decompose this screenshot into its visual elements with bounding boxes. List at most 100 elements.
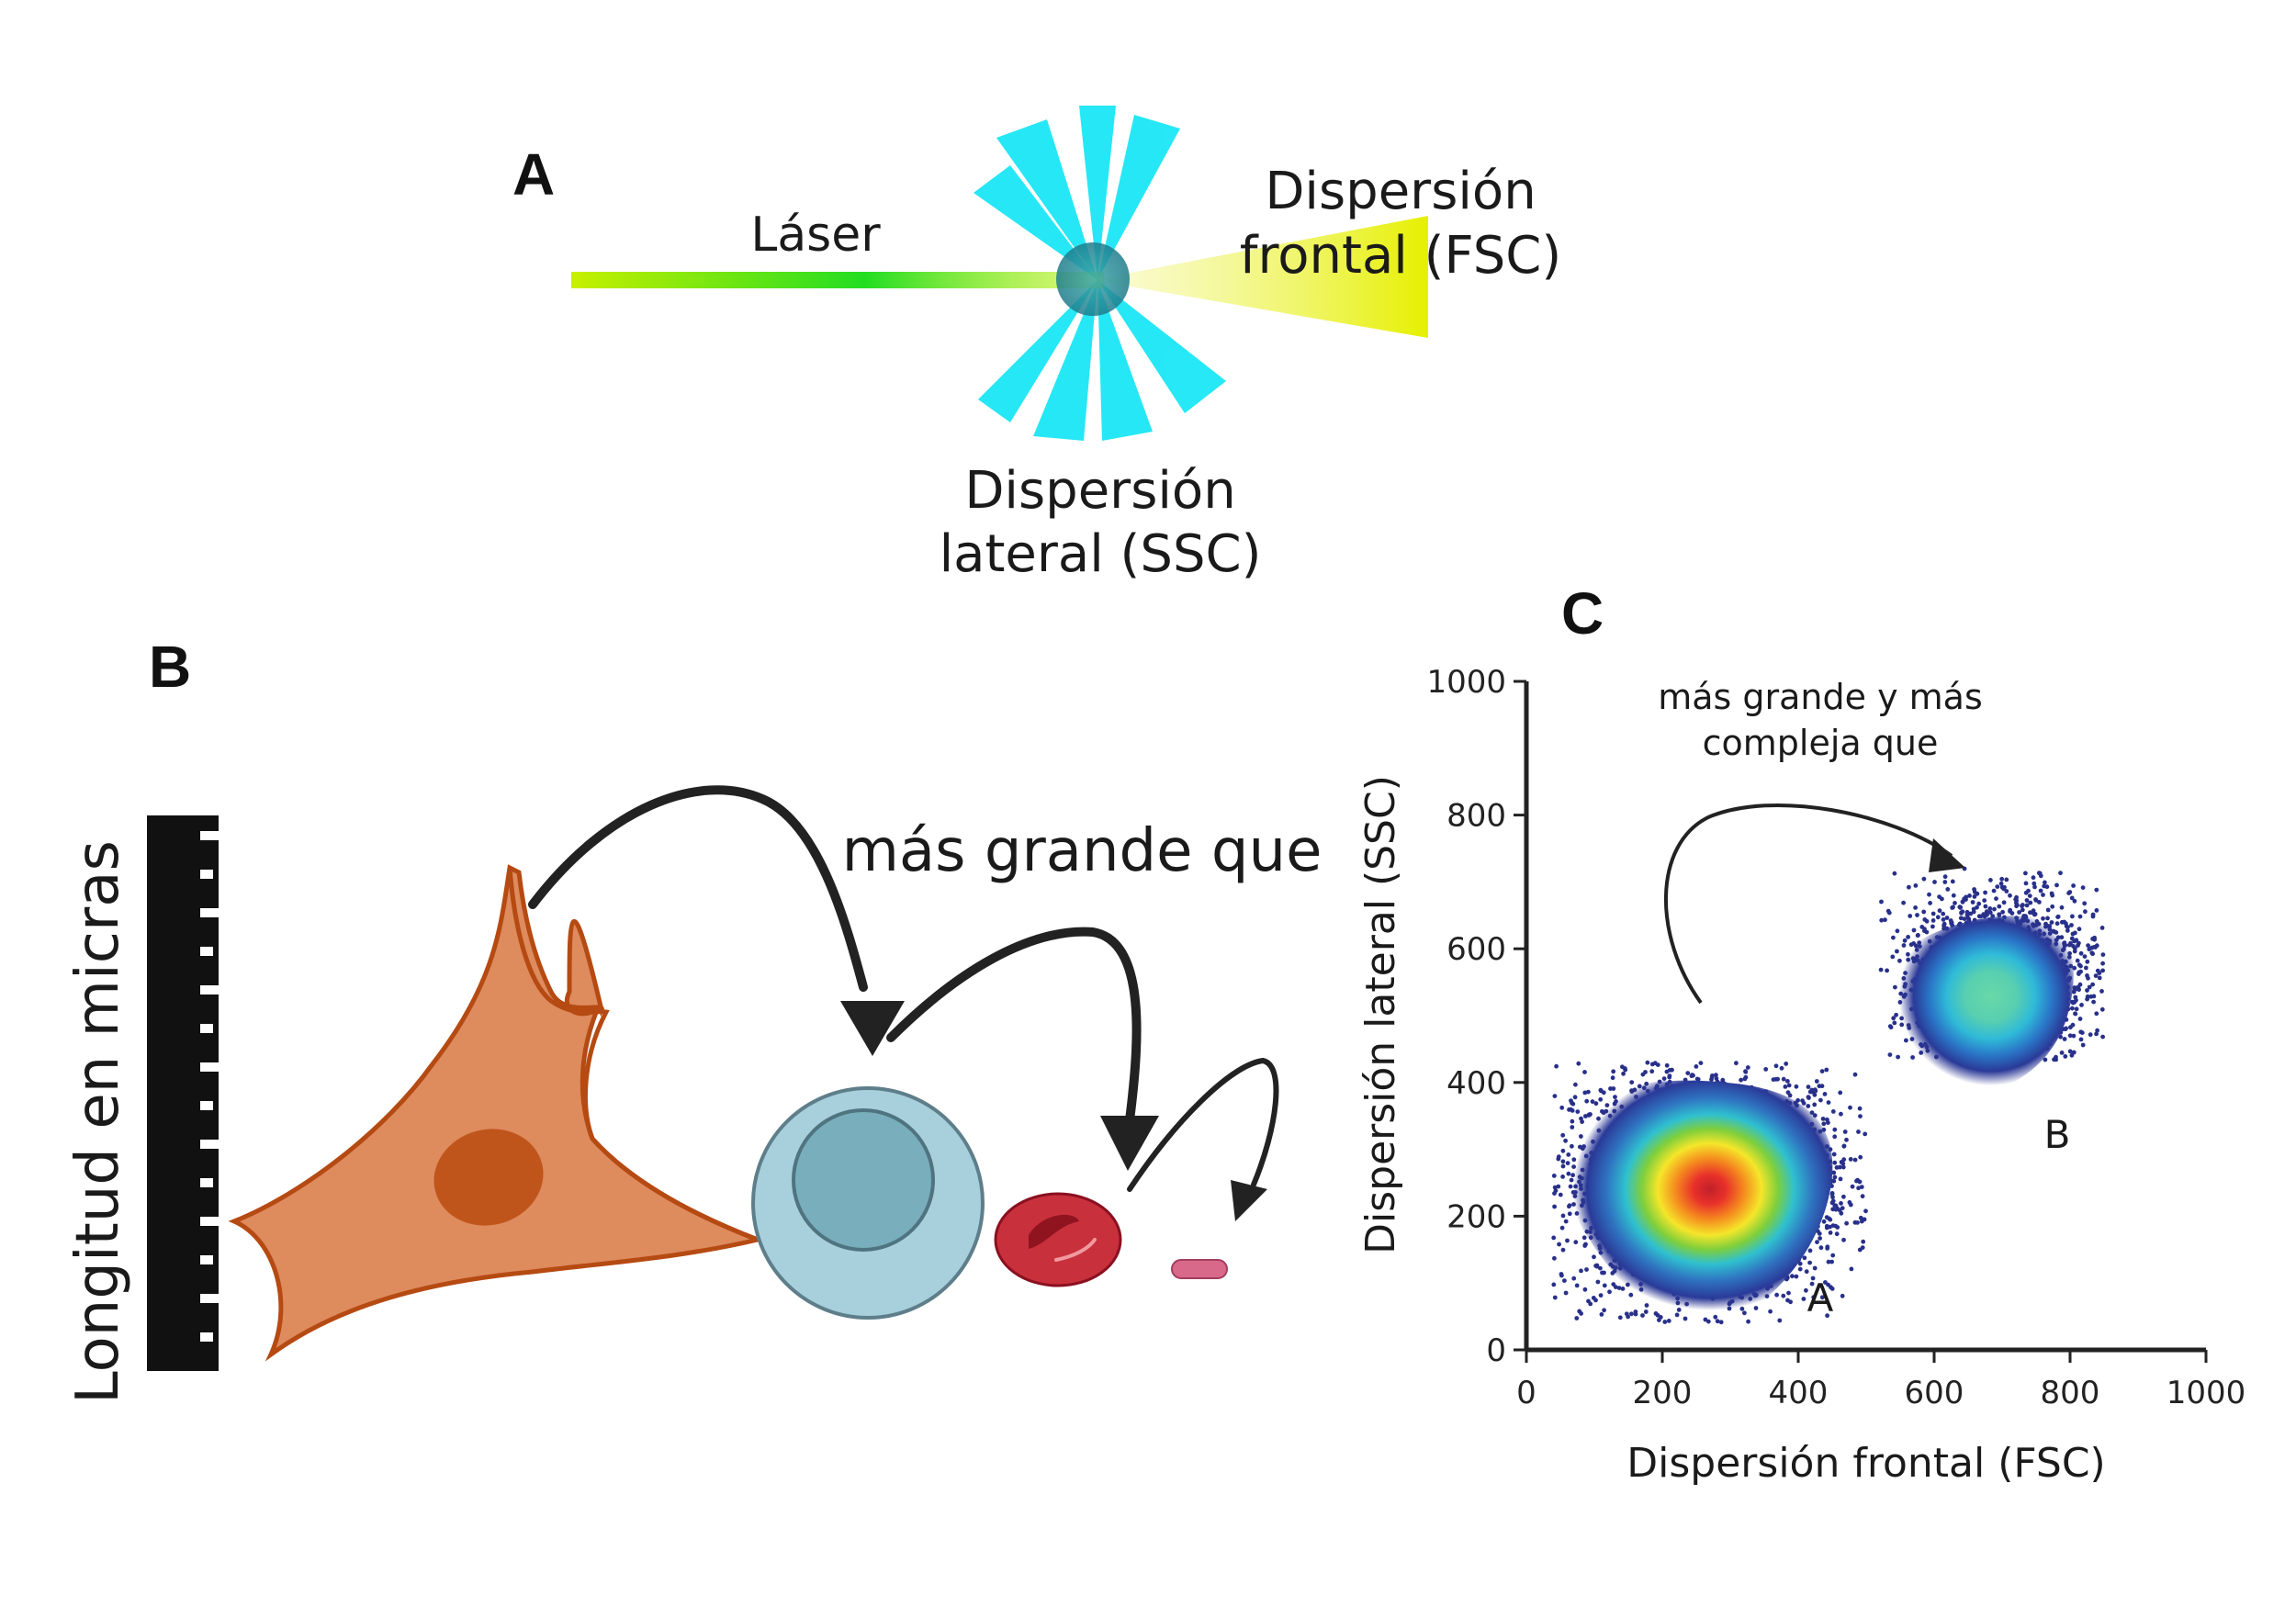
scatter-point-b	[2038, 873, 2043, 879]
scatter-point-a	[1842, 1129, 1848, 1134]
scatter-point-a	[1626, 1314, 1630, 1320]
scatter-point-a	[1670, 1067, 1674, 1073]
scatter-point-b	[1999, 876, 2005, 882]
scatter-point-a	[1804, 1287, 1808, 1293]
scatter-point-a	[1698, 1061, 1704, 1065]
scatter-point-b	[2014, 904, 2020, 909]
x-axis-label: Dispersión frontal (FSC)	[1626, 1440, 2105, 1487]
scatter-point-a	[1560, 1247, 1566, 1253]
scatter-point-a	[1666, 1319, 1671, 1323]
scatter-point-a	[1837, 1164, 1842, 1170]
scatter-point-a	[1551, 1174, 1557, 1178]
scatter-point-a	[1848, 1157, 1853, 1162]
ruler-tick	[200, 1255, 213, 1264]
ruler-tick	[200, 908, 219, 917]
y-tick-label: 600	[1446, 931, 1506, 968]
scatter-point-b	[1896, 1054, 1901, 1060]
scatter-point-b	[1994, 896, 1998, 901]
scatter-point-a	[1753, 1306, 1759, 1310]
scatter-point-b	[1950, 879, 1955, 884]
scatter-point-b	[1879, 899, 1884, 905]
scatter-point-a	[1552, 1295, 1558, 1300]
scatter-point-b	[1953, 901, 1957, 905]
scatter-point-b	[2073, 1011, 2078, 1017]
scatter-point-b	[2071, 1050, 2077, 1055]
scatter-point-b	[2070, 1000, 2076, 1006]
scatter-point-a	[1645, 1060, 1650, 1065]
scatter-point-b	[1983, 890, 1988, 895]
scatter-point-b	[2038, 888, 2043, 893]
scatter-point-a	[1559, 1272, 1564, 1276]
scatter-point-a	[1802, 1255, 1807, 1261]
scatter-point-b	[2094, 1011, 2099, 1017]
scatter-point-b	[1997, 912, 2002, 917]
scatter-point-b	[2008, 909, 2012, 914]
scatter-point-b	[2067, 1049, 2073, 1054]
scatter-point-b	[2070, 1006, 2075, 1011]
scatter-point-b	[2024, 903, 2030, 908]
scatter-point-b	[2077, 914, 2083, 919]
scatter-point-b	[2078, 950, 2084, 956]
scatter-point-b	[2020, 907, 2025, 913]
scatter-point-a	[1771, 1077, 1776, 1082]
scatter-point-a	[1640, 1072, 1646, 1077]
scatter-point-b	[2100, 968, 2106, 973]
scatter-point-a	[1598, 1087, 1604, 1093]
scatter-point-b	[2095, 1028, 2100, 1033]
scatter-point-b	[1922, 928, 1927, 934]
scatter-point-a	[1857, 1247, 1863, 1253]
scatter-point-b	[2020, 903, 2025, 907]
scatter-point-a	[1607, 1289, 1612, 1295]
scatter-point-b	[1921, 876, 1927, 882]
ruler-tick	[200, 985, 219, 995]
scatter-point-a	[1852, 1157, 1858, 1163]
size-arrows	[528, 785, 1279, 1221]
scatter-point-a	[1863, 1131, 1868, 1137]
scatter-point-a	[1827, 1216, 1831, 1221]
scatter-point-b	[1908, 914, 1913, 918]
scatter-point-b	[1885, 908, 1891, 914]
scatter-point-b	[2070, 914, 2075, 919]
scatter-point-a	[1690, 1073, 1694, 1077]
scatter-point-a	[1807, 1248, 1813, 1253]
scatter-point-a	[1573, 1240, 1579, 1245]
scatter-point-b	[1892, 871, 1897, 876]
scatter-point-a	[1621, 1071, 1626, 1076]
scatter-point-b	[2095, 968, 2100, 973]
scatter-point-b	[2032, 884, 2037, 890]
scatter-point-b	[2077, 940, 2081, 946]
scatter-point-b	[1901, 943, 1907, 948]
scatter-point-b	[2054, 882, 2059, 888]
scatter-point-a	[1573, 1082, 1578, 1087]
scatter-point-b	[1913, 905, 1919, 910]
scatter-point-b	[1901, 900, 1907, 905]
scatter-point-a	[1829, 1192, 1835, 1197]
scatter-point-b	[1987, 906, 1993, 911]
scatter-point-b	[2099, 989, 2104, 994]
scatter-point-b	[1972, 887, 1977, 892]
scatter-point-b	[2049, 891, 2054, 896]
x-tick-label: 0	[1516, 1375, 1536, 1411]
scatter-point-b	[2023, 871, 2028, 876]
scatter-point-a	[1833, 1207, 1839, 1212]
y-tick-label: 1000	[1426, 664, 1506, 701]
scatter-point-a	[1579, 1311, 1583, 1316]
scatter-point-b	[2092, 937, 2098, 942]
scatter-point-b	[2100, 1034, 2106, 1039]
scatter-point-b	[2014, 898, 2020, 903]
scatter-point-a	[1807, 1260, 1812, 1265]
x-tick-label: 400	[1769, 1375, 1829, 1411]
scatter-point-a	[1588, 1301, 1593, 1307]
scatter-point-a	[1831, 1152, 1837, 1157]
scatter-point-a	[1653, 1311, 1659, 1316]
scatter-point-a	[1714, 1073, 1718, 1078]
scatter-point-a	[1785, 1090, 1791, 1096]
panel-b-letter: B	[149, 634, 191, 700]
ruler-tick	[200, 1294, 219, 1303]
scatter-point-a	[1856, 1129, 1861, 1134]
scatter-point-a	[1602, 1308, 1606, 1313]
scatter-point-b	[1958, 905, 1963, 910]
scatter-point-b	[1885, 968, 1890, 973]
scatter-point-b	[2070, 931, 2076, 937]
scatter-point-a	[1841, 1237, 1846, 1242]
